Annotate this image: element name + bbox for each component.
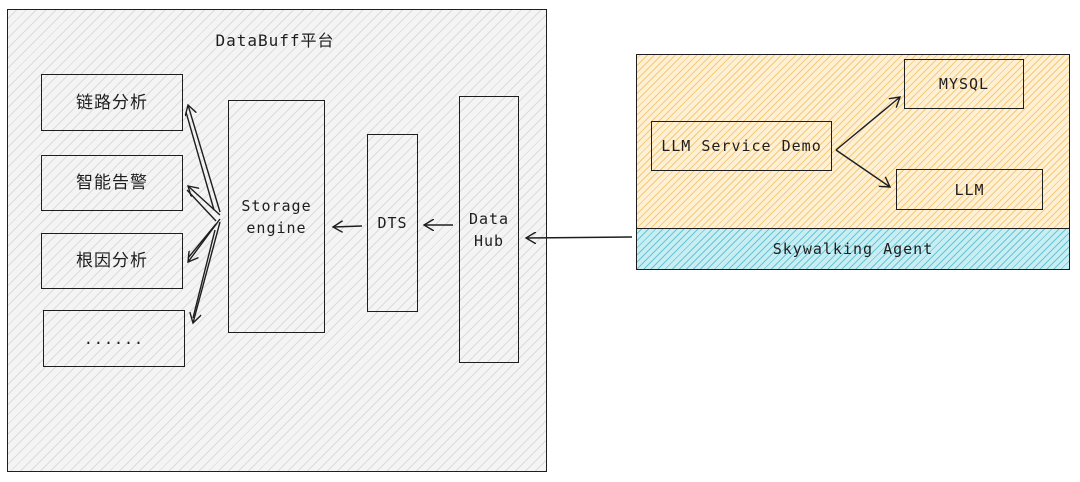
mysql-label: MYSQL [938,75,990,93]
dts-box [367,134,418,312]
dts-label: DTS [377,214,408,232]
storage-engine-box [228,100,325,333]
feature-box-root-cause [41,233,183,289]
platform-title: DataBuff平台 [215,31,335,50]
llm-box [896,169,1043,210]
feature-box-trace-analysis [41,74,183,131]
skywalking-agent-label: Skywalking Agent [772,240,934,258]
data-hub-label: Data Hub [468,209,510,250]
data-hub-box [459,96,519,363]
feature-label-more: ...... [83,329,145,348]
feature-label-smart-alert: 智能告警 [76,173,148,193]
skywalking-agent-bar [636,228,1070,270]
mysql-box [904,59,1024,109]
llm-service-demo-label: LLM Service Demo [661,137,822,155]
feature-box-smart-alert [41,155,183,211]
llm-service-demo-box [651,121,832,171]
feature-box-more [43,310,185,367]
storage-engine-label: Storage engine [241,196,312,237]
llm-label: LLM [954,180,985,199]
feature-label-trace-analysis: 链路分析 [76,92,148,113]
feature-label-root-cause: 根因分析 [76,251,148,271]
